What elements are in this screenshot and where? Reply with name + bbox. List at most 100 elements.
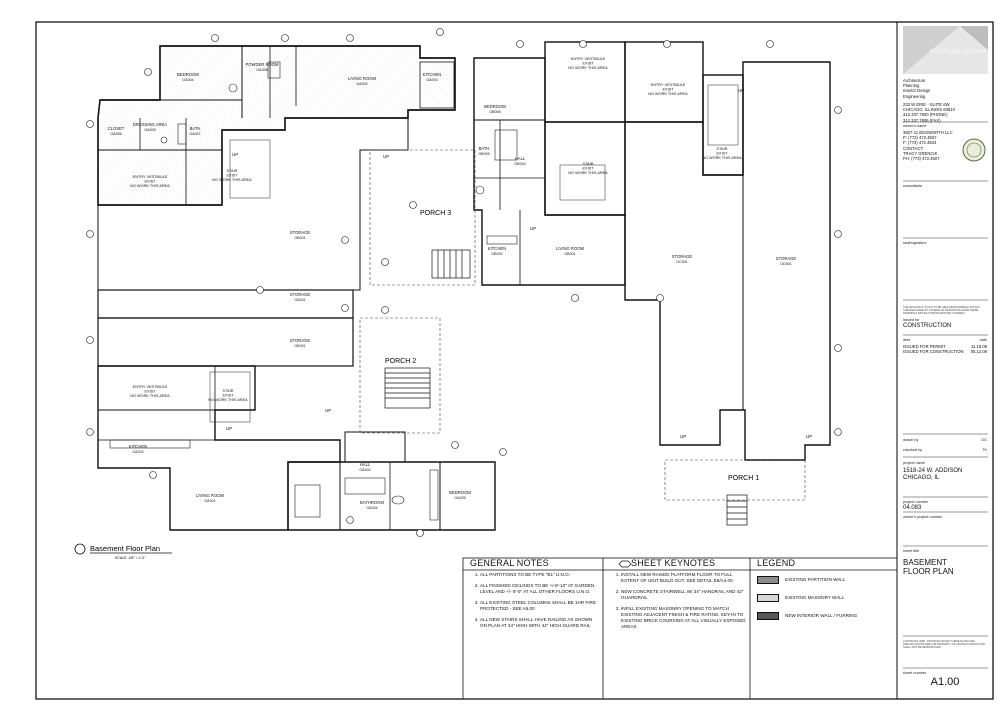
note-item: INFILL EXISTING MASONRY OPENING TO MATCH… <box>621 606 746 630</box>
text-line: Engineering <box>903 93 926 99</box>
sheet-number: A1.00 <box>930 676 960 688</box>
text-line: TRACY GRENCIK <box>903 150 938 156</box>
legend-swatch <box>757 594 779 602</box>
checked-value: TK <box>982 448 987 452</box>
up-arrow-label: UP <box>325 408 331 413</box>
project-name-label: project name <box>903 461 925 465</box>
up-arrow-label: UP <box>226 426 232 431</box>
text-line: P: (773) 472.4507 <box>903 135 937 141</box>
legend-label: EXISTING MASONRY WALL <box>785 595 845 600</box>
legend-item: EXISTING PARTITION WALL <box>757 576 892 584</box>
keynotes-list: INSTALL NEW RAISED PLATFORM FLOOR TO FUL… <box>611 572 746 630</box>
plan-title-bubble <box>74 543 86 555</box>
text-line: 3607-11 BOSWORTH LLC <box>903 130 953 135</box>
keynotes-panel: SHEET KEYNOTES INSTALL NEW RAISED PLATFO… <box>611 559 746 635</box>
lower-middle-unit <box>287 431 496 531</box>
checked-label: checked by <box>903 448 923 452</box>
copyright: COPYRIGHT 2008 - PROTEUS GROUP. THESE PL… <box>903 640 985 649</box>
note-item: ALL PARTITIONS TO BE TYPE "B1" U.N.O. <box>480 572 598 578</box>
sheet-number-label: sheet number <box>903 671 927 675</box>
note-item: INSTALL NEW RAISED PLATFORM FLOOR TO FUL… <box>621 572 746 584</box>
text-line: CONTACT: <box>903 145 924 151</box>
project-number-label: project number <box>903 500 929 504</box>
legend-list: EXISTING PARTITION WALL EXISTING MASONRY … <box>757 576 892 620</box>
text-line: 1518-24 W. ADDISON <box>903 468 963 474</box>
up-arrow-label: UP <box>530 226 536 231</box>
consultants-label: consultants <box>903 184 923 188</box>
note-item: NEW CONCRETE STAIRWELL W/ 34" HANDRAIL A… <box>621 589 746 601</box>
text-line: 312.337.7806 (FAX) <box>903 117 941 123</box>
note-item: ALL NEW STAIRS SHALL HAVE RAILING AS SHO… <box>480 617 598 629</box>
porch-1-label: PORCH 1 <box>728 475 759 482</box>
drawn-row: drawn by GG <box>903 438 987 443</box>
drawn-value: GG <box>981 438 987 442</box>
checked-row: checked by TK <box>903 448 987 453</box>
legend-label: EXISTING PARTITION WALL <box>785 577 846 582</box>
porch-3-label: PORCH 3 <box>420 210 451 217</box>
issue-date-label: date <box>979 338 987 342</box>
porch-1-stair <box>726 494 748 526</box>
porch-2-label: PORCH 2 <box>385 358 416 365</box>
proteus-logo-icon <box>903 26 988 74</box>
issue-header: item date <box>903 338 987 343</box>
fixtures <box>109 61 518 521</box>
up-arrow-label: UP <box>232 152 238 157</box>
porch-3-stair <box>431 249 471 279</box>
mid-storage <box>97 289 354 367</box>
text-line: CHICAGO, IL <box>903 475 940 481</box>
porch-outlines <box>359 149 806 501</box>
titleblock-rules <box>903 121 988 669</box>
keynote-hexagon-icon <box>618 560 632 568</box>
issued-value: CONSTRUCTION <box>903 323 952 329</box>
general-notes-title: GENERAL NOTES <box>470 558 549 568</box>
firm-name: PROTEUS GROUP <box>930 49 987 55</box>
issue-item-label: item <box>903 338 911 342</box>
text-line: Planning <box>903 83 920 89</box>
text-line: 312.337.7800 (PHONE) <box>903 112 948 118</box>
text-line: BASEMENT <box>903 558 948 567</box>
legend-swatch <box>757 576 779 584</box>
grid-bubbles <box>86 28 842 537</box>
sheet-title-label: sheet title <box>903 549 920 553</box>
stair-flights <box>209 84 739 423</box>
text-line: PH: (773) 472.4507 <box>903 156 940 162</box>
text-line: CHICAGO, ILLINOIS 60610 <box>903 107 955 113</box>
up-arrow-label: UP <box>738 88 744 93</box>
text-line: Architecture <box>903 78 926 83</box>
legend-item: NEW INTERIOR WALL / FURRING <box>757 612 892 620</box>
up-arrow-label: UP <box>806 434 812 439</box>
note-item: ALL FINISHED CEILINGS TO BE +/-8'-10" AT… <box>480 583 598 595</box>
text-line: 233 W ERIE - SUITE 6W <box>903 102 950 107</box>
project-number: 04.083 <box>903 505 922 511</box>
